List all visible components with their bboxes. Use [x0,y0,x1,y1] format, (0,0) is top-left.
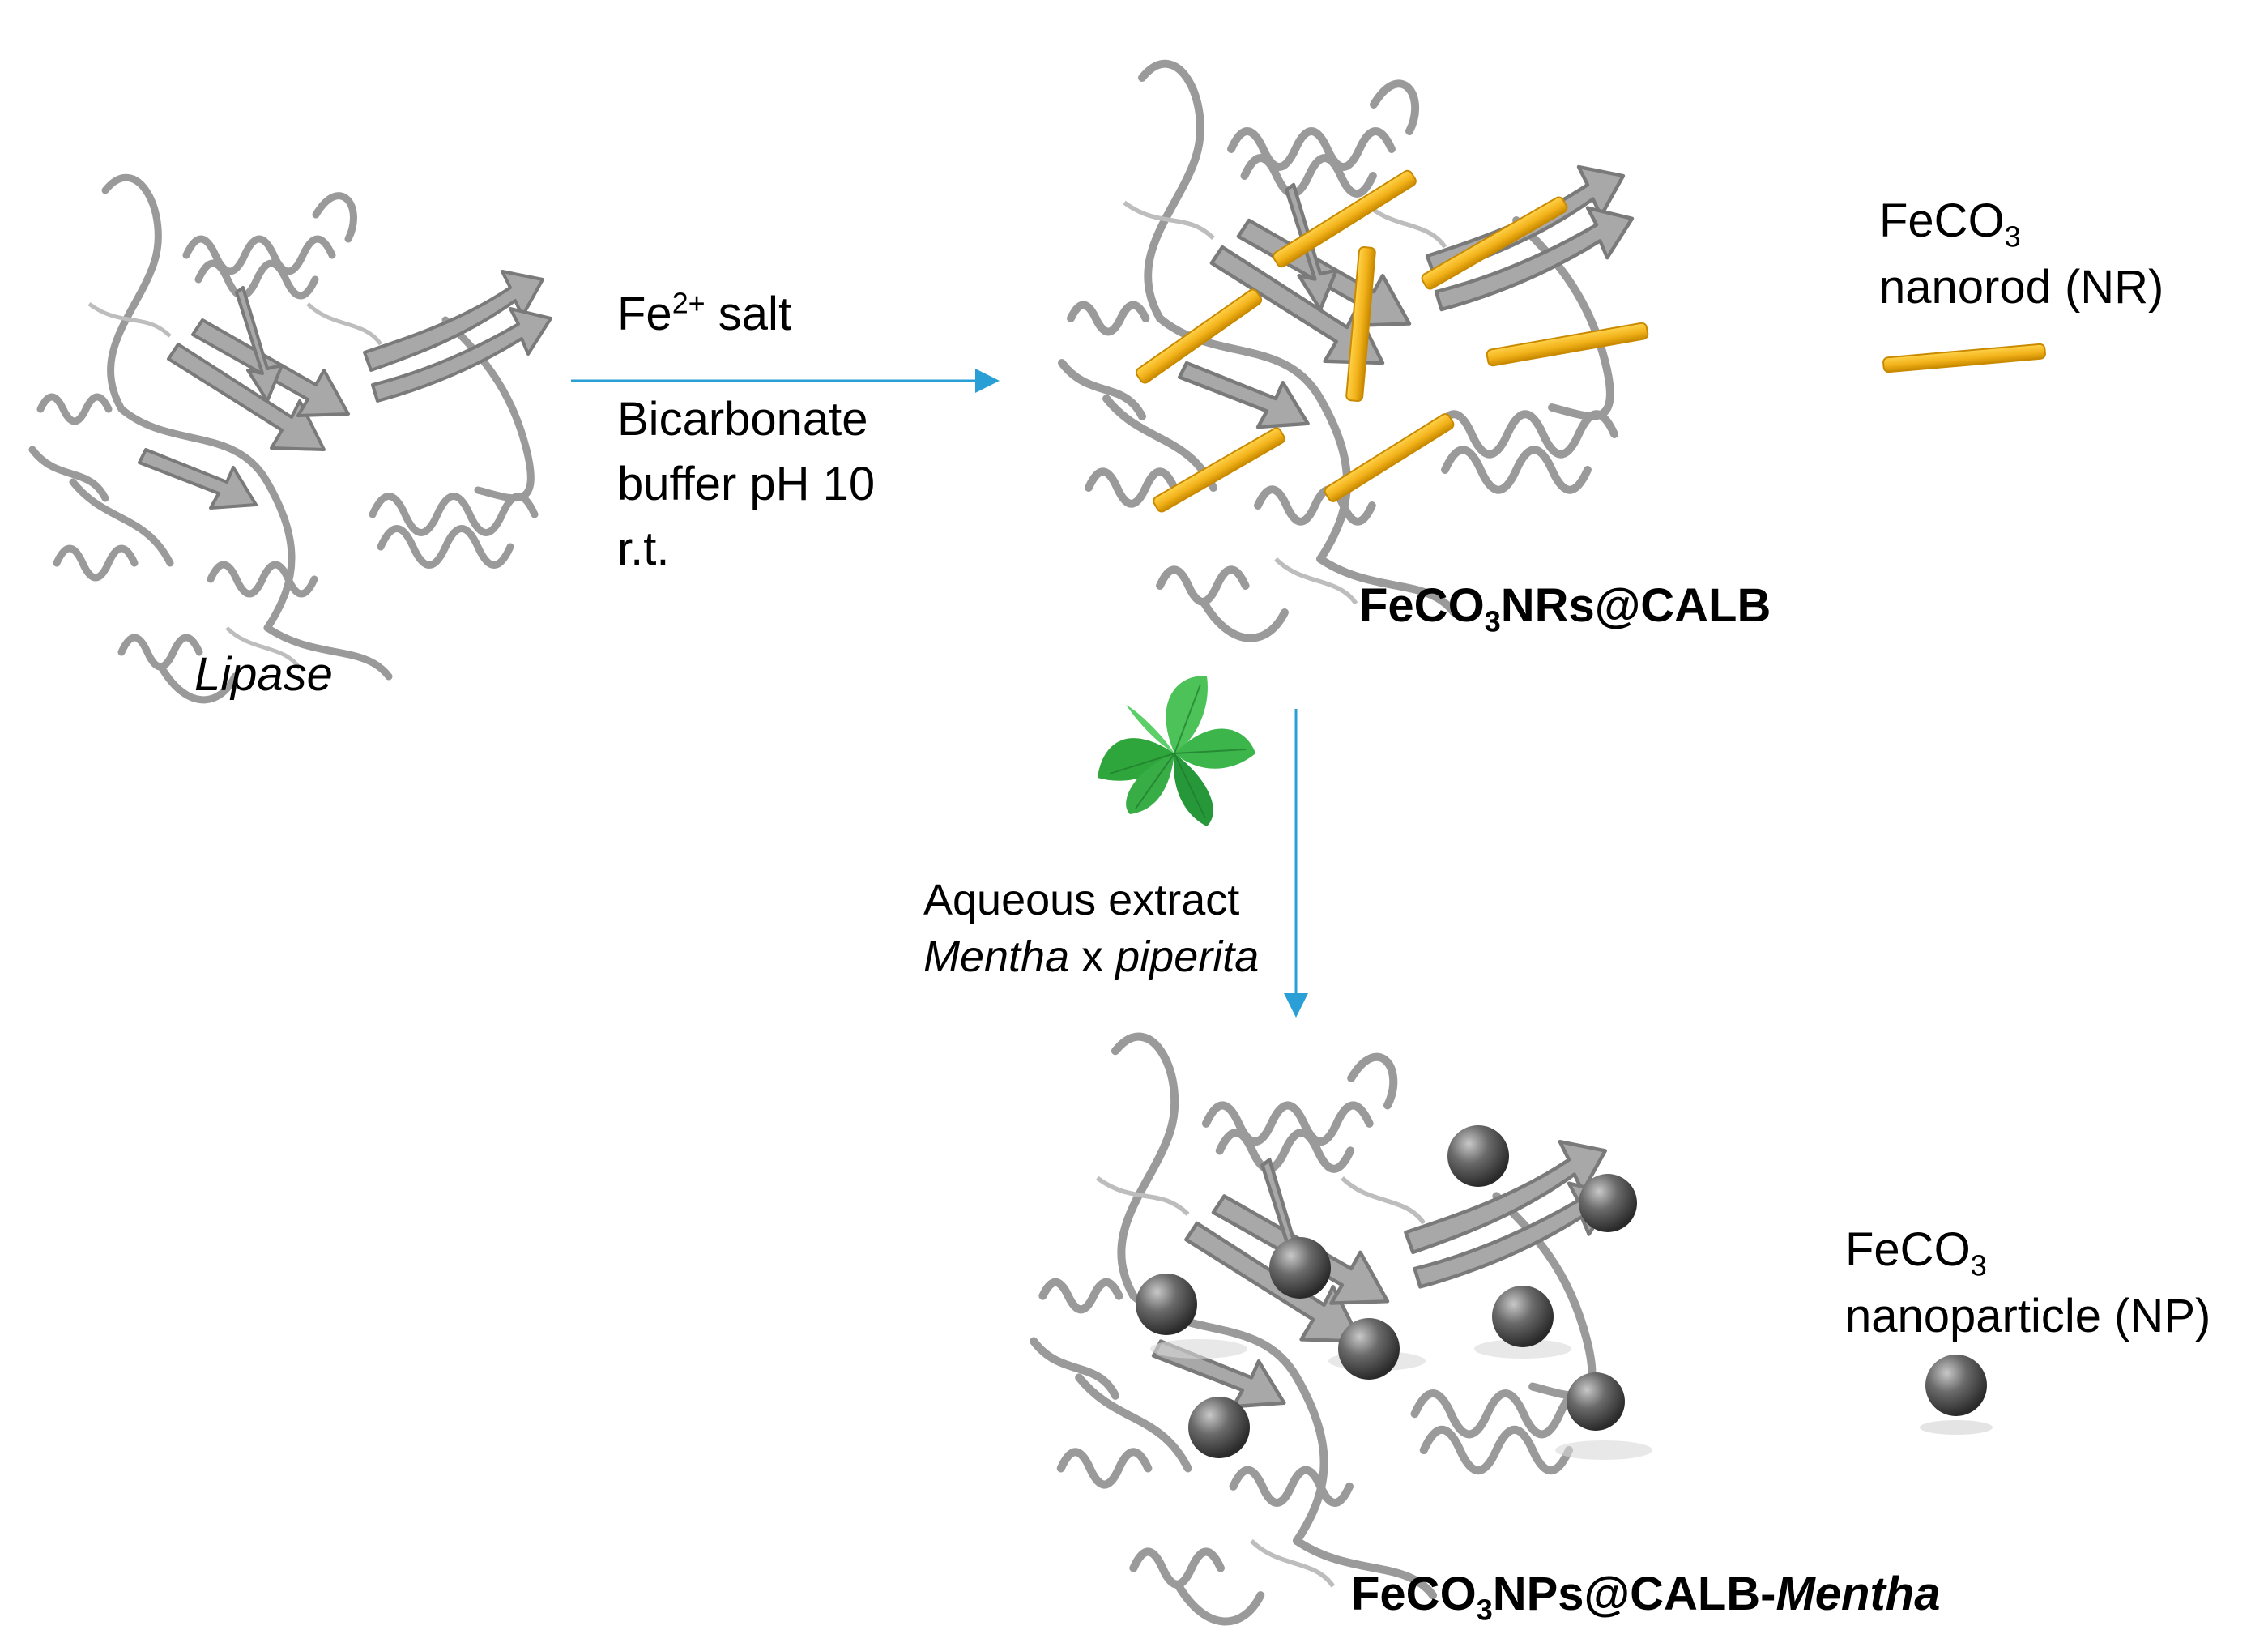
nanorod-icon [1153,427,1285,513]
step2-condition-line-2: Mentha x piperita [923,932,1259,982]
nanorod-icon [1421,196,1568,290]
nanorod-icon [1273,169,1417,268]
product1-sub: 3 [1484,604,1501,638]
nanorod-group [1135,169,1649,513]
step2-condition-line-1: Aqueous extract [923,876,1240,924]
nanorod-legend-line-2: nanorod (NR) [1879,261,2164,314]
product2-mid: NPs@CALB- [1492,1568,1776,1620]
nanorod-legend-sub: 3 [2004,220,2021,254]
product1-label: FeCO3NRs@CALB [1359,579,1771,636]
step1-reagent-text: Fe [617,288,672,340]
nanoparticle-icon [1338,1318,1400,1380]
step2-genus: Mentha [923,932,1070,981]
mint-leaf-icon [1098,676,1256,826]
nanoparticle-icon [1136,1274,1197,1335]
product2-prefix: FeCO [1351,1568,1477,1620]
nanorod-legend-prefix: FeCO [1879,194,2005,247]
product2-sub: 3 [1476,1593,1493,1627]
step1-condition-line-2: buffer pH 10 [617,458,876,510]
nanorod-icon [1135,288,1263,384]
nanoparticle-legend-line-2: nanoparticle (NP) [1845,1290,2211,1342]
product2-italic: Mentha [1776,1568,1941,1620]
lipase-protein-icon [32,177,551,700]
product2-label: FeCO3NPs@CALB-Mentha [1351,1568,1941,1624]
product1-prefix: FeCO [1359,579,1485,632]
nanoparticle-icon [1492,1286,1554,1347]
nanorod-icon [1324,413,1455,502]
nanorod-legend-icon [1882,343,2046,373]
nanoparticle-icon [1567,1372,1625,1431]
nanorod-icon [1345,245,1376,403]
nanoparticle-group [1136,1125,1652,1460]
nanorod-legend-line-1: FeCO3 [1879,194,2021,251]
nanoparticle-icon [1447,1125,1509,1187]
nanoparticle-legend-line-1: FeCO3 [1845,1223,1987,1280]
nanorod-icon [1486,322,1649,367]
product1-suffix: NRs@CALB [1500,579,1771,632]
step1-reagent-label: Fe2+ salt [617,288,791,342]
step1-reagent-charge: 2+ [671,286,706,320]
step1-reagent-suffix: salt [705,288,792,340]
lipase-label: Lipase [194,648,333,701]
step2-cross: x [1069,932,1116,981]
nanoparticle-icon [1269,1237,1331,1299]
nanoparticle-legend-icon [1925,1355,1987,1416]
nanoparticle-legend-prefix: FeCO [1845,1223,1971,1276]
step1-condition-line-3: r.t. [617,523,670,575]
nanoparticle-icon [1188,1397,1250,1458]
step2-species: piperita [1115,932,1260,981]
nanoparticle-icon [1579,1174,1637,1232]
nanoparticle-legend-sub: 3 [1970,1248,1987,1282]
step1-condition-line-1: Bicarbonate [617,393,868,446]
